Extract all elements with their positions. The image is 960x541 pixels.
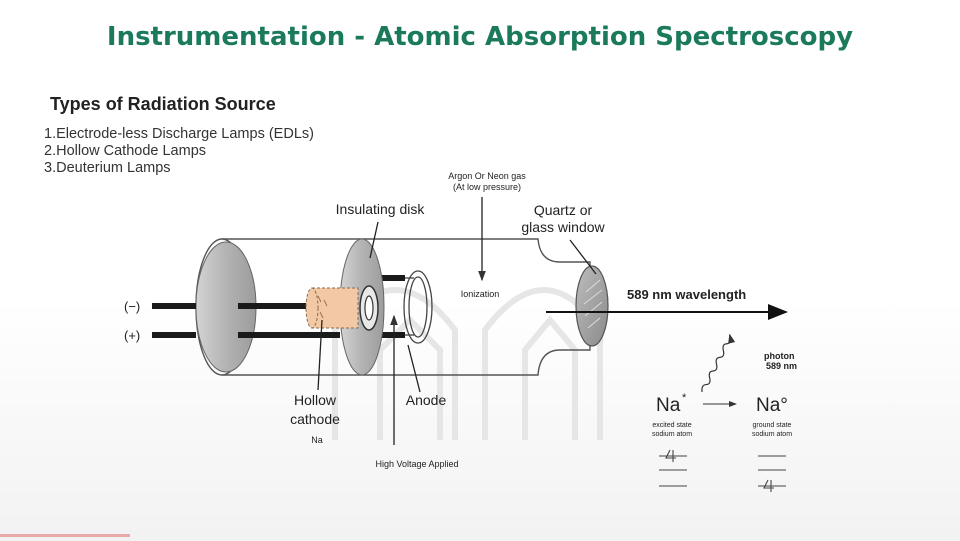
excited-star: *	[682, 392, 687, 404]
electron-markers	[665, 449, 774, 492]
insulating-disk-label: Insulating disk	[336, 201, 426, 217]
window-label-2: glass window	[521, 219, 605, 235]
plus-terminal-label: (+)	[124, 328, 140, 343]
window-label: Quartz or	[534, 202, 593, 218]
source-list: 1.Electrode-less Discharge Lamps (EDLs) …	[44, 126, 314, 177]
list-item: 3.Deuterium Lamps	[44, 160, 171, 176]
na-excited-label: Na	[656, 395, 681, 416]
ionization-label: Ionization	[461, 289, 500, 299]
list-item: 1.Electrode-less Discharge Lamps (EDLs)	[44, 126, 314, 142]
photon-label: photon	[764, 351, 795, 361]
page-title: Instrumentation - Atomic Absorption Spec…	[106, 22, 854, 52]
cathode-label: Hollow	[294, 392, 337, 408]
gas-label-2: (At low pressure)	[453, 182, 521, 192]
anode-label: Anode	[406, 392, 447, 408]
hollow-cathode	[305, 285, 379, 331]
excited-state-label: excited state	[652, 422, 691, 429]
list-item: 2.Hollow Cathode Lamps	[44, 143, 207, 159]
photon-inset: photon 589 nm Na * Na° excited state sod…	[652, 333, 797, 492]
anode-ring	[403, 270, 433, 344]
photon-wave	[701, 333, 736, 393]
voltage-label: High Voltage Applied	[375, 459, 458, 469]
pointer-lines	[317, 197, 597, 445]
na-ground-label: Na°	[756, 395, 788, 416]
excited-state-label-2: sodium atom	[652, 431, 692, 438]
progress-bar	[0, 534, 130, 537]
section-heading: Types of Radiation Source	[50, 94, 276, 114]
minus-terminal-label: (−)	[124, 299, 140, 314]
gas-label: Argon Or Neon gas	[448, 171, 526, 181]
energy-levels	[659, 455, 786, 487]
background-fade	[0, 300, 960, 541]
cathode-label-2: cathode	[290, 411, 340, 427]
na-label: Na	[311, 435, 323, 445]
photon-wavelength-label: 589 nm	[766, 361, 797, 371]
ground-state-label: ground state	[753, 422, 792, 429]
ground-state-label-2: sodium atom	[752, 431, 792, 438]
quartz-window	[575, 265, 609, 347]
wavelength-label: 589 nm wavelength	[627, 287, 746, 302]
